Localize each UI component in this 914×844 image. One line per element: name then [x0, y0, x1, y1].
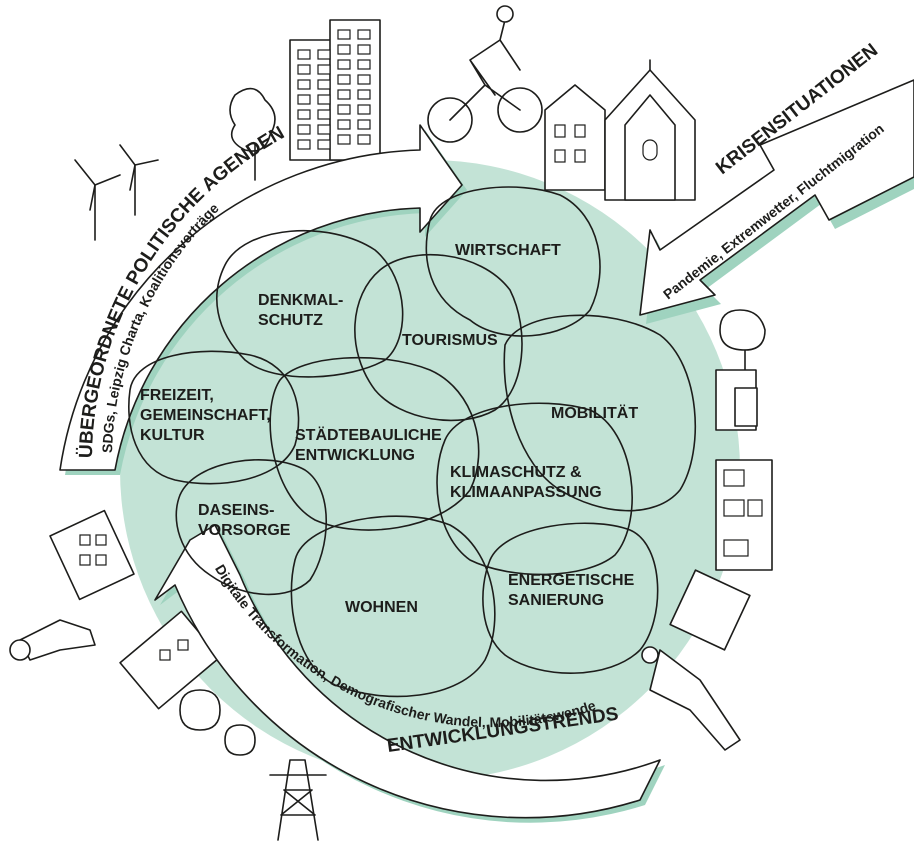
- building-window: [317, 139, 331, 150]
- label-klimaschutz: KLIMASCHUTZ & KLIMAANPASSUNG: [450, 464, 602, 501]
- building-window: [317, 94, 331, 105]
- building-window: [357, 74, 371, 85]
- church-icon: [604, 59, 696, 201]
- label-mobilitaet: MOBILITÄT: [551, 404, 638, 422]
- building-window: [317, 124, 331, 135]
- building-window: [357, 89, 371, 100]
- townhouse-icon: [669, 369, 773, 651]
- field-energetisch: [482, 522, 659, 674]
- field-labels: WIRTSCHAFT DENKMAL- SCHUTZ TOURISMUS MOB…: [140, 242, 639, 616]
- tree-icon: [719, 309, 766, 371]
- building-window: [317, 49, 331, 60]
- label-energetisch: ENERGETISCHE SANIERUNG: [508, 572, 639, 609]
- building-window: [297, 124, 311, 135]
- label-denkmalschutz: DENKMAL- SCHUTZ: [258, 292, 348, 329]
- building-window: [337, 119, 351, 130]
- building-window: [317, 79, 331, 90]
- townhouse-icon: [119, 610, 221, 710]
- building-window: [317, 109, 331, 120]
- field-wohnen: [290, 515, 496, 698]
- building-window: [357, 29, 371, 40]
- cyclist-icon: [427, 5, 543, 143]
- building-window: [297, 79, 311, 90]
- person-icon: [641, 646, 741, 751]
- tree-icon: [229, 87, 276, 181]
- building-window: [337, 29, 351, 40]
- field-freizeit: [128, 350, 300, 485]
- field-wirtschaft: [425, 186, 601, 337]
- building-window: [357, 119, 371, 130]
- building-window: [357, 44, 371, 55]
- building-window: [337, 89, 351, 100]
- building-window: [297, 94, 311, 105]
- building-window: [337, 59, 351, 70]
- field-klimaschutz: [436, 402, 633, 576]
- building-window: [297, 64, 311, 75]
- field-mobilitaet: [503, 314, 697, 512]
- building-window: [297, 49, 311, 60]
- building-window: [357, 104, 371, 115]
- field-tourismus: [354, 253, 523, 422]
- building-window: [337, 74, 351, 85]
- action-fields: [128, 186, 697, 698]
- wind-turbine-icon: [74, 144, 159, 241]
- label-daseinsvorsorge: DASEINS- VORSORGE: [198, 502, 291, 539]
- tree-icon: [179, 689, 256, 756]
- person-icon: [9, 619, 96, 661]
- building-window: [337, 134, 351, 145]
- label-tourismus: TOURISMUS: [402, 332, 498, 349]
- scenery: [9, 5, 773, 841]
- field-staedtebau: [269, 356, 480, 531]
- label-staedtebau: STÄDTEBAULICHE ENTWICKLUNG: [295, 426, 446, 464]
- field-daseinsvorsorge: [175, 459, 328, 596]
- apartment-block-icon: [49, 509, 135, 601]
- building-window: [337, 44, 351, 55]
- building-window: [317, 64, 331, 75]
- building-window: [357, 59, 371, 70]
- building-window: [337, 104, 351, 115]
- power-pylon-icon: [269, 759, 327, 841]
- label-wirtschaft: WIRTSCHAFT: [455, 242, 561, 259]
- building-window: [357, 134, 371, 145]
- label-freizeit: FREIZEIT, GEMEINSCHAFT, KULTUR: [140, 387, 275, 444]
- townhouse-icon: [544, 84, 606, 191]
- building-window: [297, 139, 311, 150]
- label-wohnen: WOHNEN: [345, 599, 418, 616]
- apartment-block-icon: [289, 19, 381, 161]
- building-window: [297, 109, 311, 120]
